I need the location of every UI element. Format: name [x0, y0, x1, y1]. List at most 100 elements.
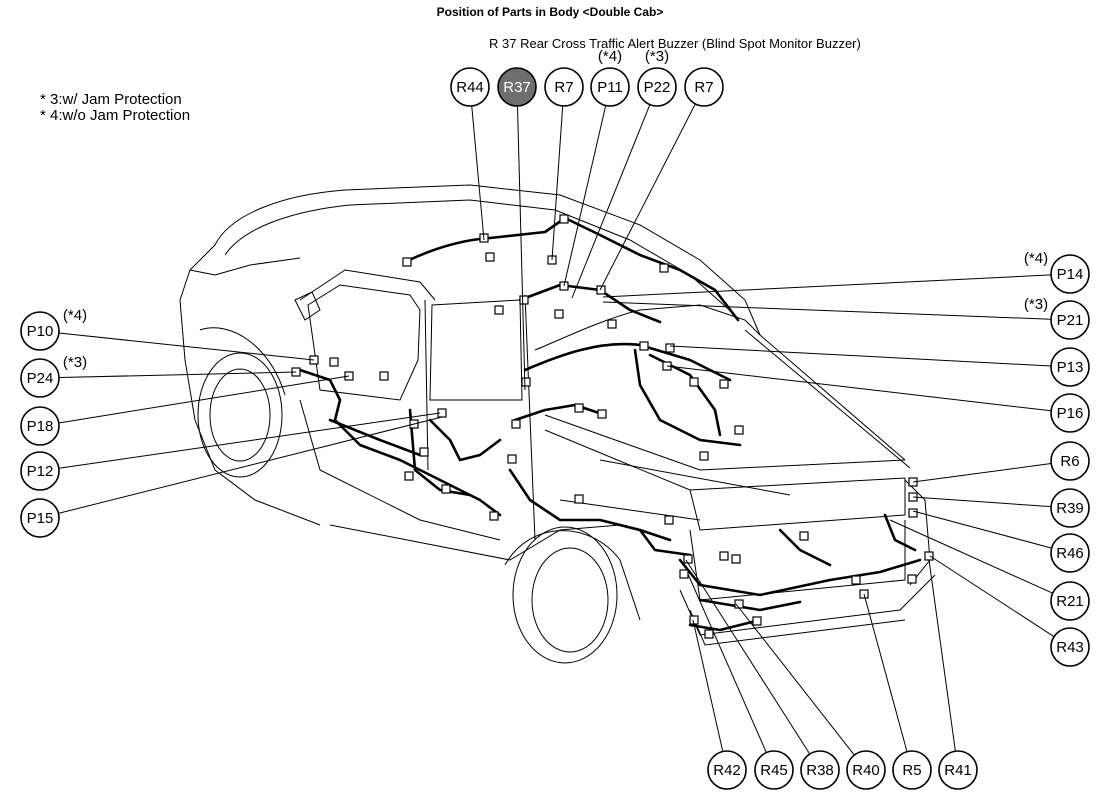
callout-circle-p13[interactable]: [1050, 347, 1090, 387]
leader-line-r39: [912, 496, 1052, 508]
leader-line-p14: [602, 274, 1052, 298]
leader-line-r42: [692, 619, 724, 752]
callout-r6[interactable]: R6: [1050, 441, 1090, 481]
callout-circle-r42[interactable]: [707, 750, 747, 790]
callout-r46[interactable]: R46: [1050, 533, 1090, 573]
callout-r21[interactable]: R21: [1050, 581, 1090, 621]
callout-p24[interactable]: P24(*3): [20, 354, 87, 398]
callout-label-r38: R38: [806, 762, 834, 779]
callout-r39[interactable]: R39: [1050, 488, 1090, 528]
callout-circle-p16[interactable]: [1050, 393, 1090, 433]
page-title: Position of Parts in Body <Double Cab>: [436, 5, 664, 19]
callout-p10[interactable]: P10(*4): [20, 307, 87, 351]
leader-line-r38: [685, 559, 811, 755]
callout-circle-p21[interactable]: [1050, 300, 1090, 340]
callout-circle-r45[interactable]: [754, 750, 794, 790]
callout-circle-p24[interactable]: [20, 358, 60, 398]
callout-note-p11: (*4): [598, 48, 622, 65]
callout-circle-p22[interactable]: [637, 67, 677, 107]
callout-r43[interactable]: R43: [1050, 627, 1090, 667]
callout-r40[interactable]: R40: [846, 750, 886, 790]
callout-p22[interactable]: P22(*3): [637, 48, 677, 107]
callout-label-p10: P10: [27, 323, 54, 340]
callout-circle-p18[interactable]: [20, 406, 60, 446]
callout-r41[interactable]: R41: [938, 750, 978, 790]
callout-label-r39: R39: [1056, 500, 1084, 517]
callout-circle-r40[interactable]: [846, 750, 886, 790]
callout-label-p11: P11: [597, 79, 623, 96]
highlighted-part-caption: R 37 Rear Cross Traffic Alert Buzzer (Bl…: [489, 36, 861, 51]
connectors: [291, 214, 934, 639]
callout-circle-r21[interactable]: [1050, 581, 1090, 621]
callout-circle-r6[interactable]: [1050, 441, 1090, 481]
callout-r44[interactable]: R44: [450, 67, 490, 107]
callout-r38[interactable]: R38: [800, 750, 840, 790]
callout-circle-r7a[interactable]: [544, 67, 584, 107]
callout-p16[interactable]: P16: [1050, 393, 1090, 433]
callout-p11[interactable]: P11 (*4): [590, 48, 630, 107]
leader-line-p22: [571, 104, 651, 299]
callout-label-p15: P15: [27, 510, 54, 527]
callout-r45[interactable]: R45: [754, 750, 794, 790]
callout-note-p24: (*3): [63, 354, 87, 371]
leader-line-p21: [602, 301, 1052, 320]
leader-line-p12: [58, 412, 441, 469]
callout-r5[interactable]: R5: [892, 750, 932, 790]
callout-p18[interactable]: P18: [20, 406, 60, 446]
note-no-jam-protection: * 4:w/o Jam Protection: [40, 107, 191, 124]
leader-line-r37: [517, 105, 526, 391]
callout-circle-p10[interactable]: [20, 311, 60, 351]
callout-circle-r39[interactable]: [1050, 488, 1090, 528]
callout-circle-r37[interactable]: [497, 67, 537, 107]
leader-line-p24: [58, 371, 297, 379]
callout-label-r41: R41: [944, 762, 972, 779]
callout-label-p21: P21: [1057, 312, 1084, 329]
leader-line-r41: [928, 559, 956, 752]
leader-line-r40: [735, 603, 855, 756]
callout-circle-r5[interactable]: [892, 750, 932, 790]
callout-circle-p12[interactable]: [20, 451, 60, 491]
callout-p15[interactable]: P15: [20, 498, 60, 538]
callout-r37[interactable]: R37: [497, 67, 537, 107]
callout-label-p13: P13: [1057, 359, 1084, 376]
callout-label-r40: R40: [852, 762, 880, 779]
leader-line-r5: [863, 593, 908, 752]
callout-label-r45: R45: [760, 762, 788, 779]
note-jam-protection: * 3:w/ Jam Protection: [40, 91, 182, 108]
callout-circle-p15[interactable]: [20, 498, 60, 538]
callout-circle-r41[interactable]: [938, 750, 978, 790]
callout-p21[interactable]: P21(*3): [1024, 296, 1090, 340]
callout-circle-r7b[interactable]: [684, 67, 724, 107]
callout-p13[interactable]: P13: [1050, 347, 1090, 387]
callout-circle-p11[interactable]: [590, 67, 630, 107]
leader-line-r45: [687, 573, 767, 753]
leader-line-r7b: [599, 103, 696, 291]
leader-line-r7a: [551, 105, 564, 261]
callout-label-r6: R6: [1060, 453, 1079, 470]
callout-label-p22: P22: [644, 79, 671, 96]
leader-line-r6: [912, 463, 1052, 483]
callout-r7b[interactable]: R7: [684, 67, 724, 107]
callout-r42[interactable]: R42: [707, 750, 747, 790]
callout-p12[interactable]: P12: [20, 451, 60, 491]
callout-circle-r44[interactable]: [450, 67, 490, 107]
leader-line-p18: [58, 375, 350, 424]
callout-label-r21: R21: [1056, 593, 1084, 610]
leader-line-r43: [929, 555, 1055, 638]
leader-line-r46: [912, 510, 1052, 549]
callout-label-p16: P16: [1057, 405, 1084, 422]
footnotes: * 3:w/ Jam Protection * 4:w/o Jam Protec…: [40, 92, 190, 124]
leader-line-p10: [58, 332, 315, 361]
callout-note-p14: (*4): [1024, 250, 1048, 267]
callout-circle-r46[interactable]: [1050, 533, 1090, 573]
callout-label-r46: R46: [1056, 545, 1084, 562]
leader-lines: [58, 103, 1055, 756]
callout-r7a[interactable]: R7: [544, 67, 584, 107]
callout-p14[interactable]: P14(*4): [1024, 250, 1090, 294]
callout-circle-p14[interactable]: [1050, 254, 1090, 294]
callout-circle-r38[interactable]: [800, 750, 840, 790]
callout-label-r5: R5: [902, 762, 921, 779]
callout-circle-r43[interactable]: [1050, 627, 1090, 667]
